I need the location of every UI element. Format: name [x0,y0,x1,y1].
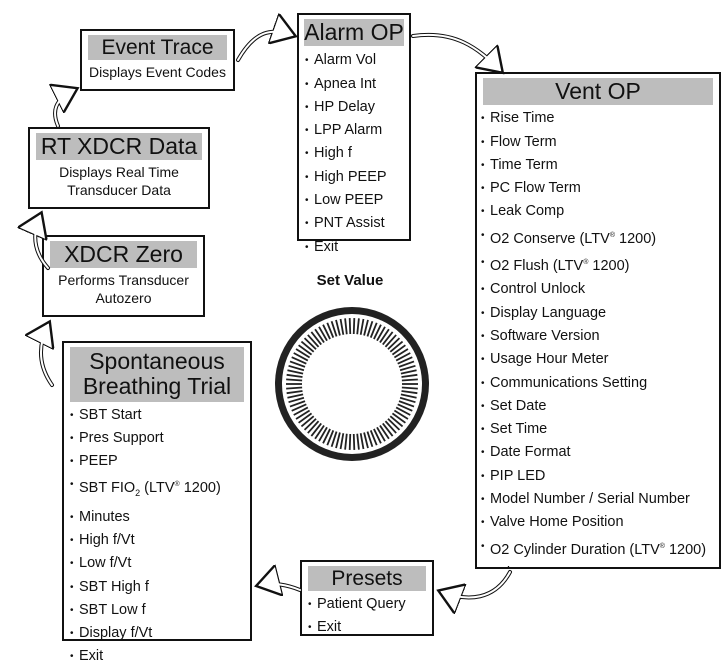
dial-tick [354,318,355,334]
dial-tick [286,379,302,380]
dial-tick [402,387,418,388]
diagram-overlay [0,0,725,643]
dial-tick [350,318,351,334]
dial-tick [402,379,418,380]
dial-face [282,314,422,454]
dial-tick [350,434,351,450]
sbt-item-label: Exit [79,648,103,664]
dial-tick [354,434,355,450]
arrow-event-to-alarm [238,32,292,60]
dial-tick [286,387,302,388]
set-value-dial[interactable] [275,307,429,461]
sbt-item[interactable]: Exit [68,645,250,668]
